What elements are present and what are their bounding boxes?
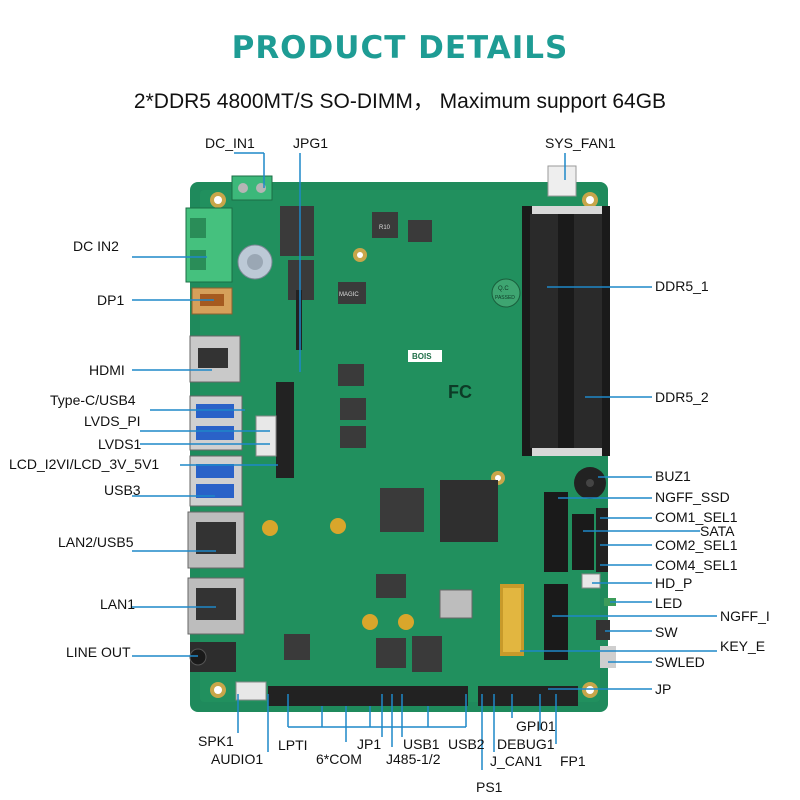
lvds-header (276, 382, 294, 478)
label-key-e: KEY_E (720, 638, 765, 654)
label-hdmi: HDMI (89, 362, 125, 378)
label-j-can1: J_CAN1 (490, 753, 542, 769)
label-usb3: USB3 (104, 482, 141, 498)
fcc-mark: FC (448, 382, 472, 402)
label-lan2-usb5: LAN2/USB5 (58, 534, 134, 550)
label-swled: SWLED (655, 654, 705, 670)
label-j485: J485-1/2 (386, 751, 441, 767)
leader-lines (132, 152, 717, 770)
label-ddr5-2: DDR5_2 (655, 389, 709, 405)
ngff-ssd-slot (544, 492, 568, 572)
label-sys-fan1: SYS_FAN1 (545, 135, 616, 151)
label-type-c-usb4: Type-C/USB4 (50, 392, 136, 408)
label-lvds-pi: LVDS_PI (84, 413, 141, 429)
label-jp1: JP1 (357, 736, 381, 752)
label-com2-sel1: COM2_SEL1 (655, 537, 738, 553)
label-ps1: PS1 (476, 779, 503, 795)
label-jp: JP (655, 681, 671, 697)
label-sw: SW (655, 624, 678, 640)
chip (338, 282, 366, 304)
label-lcd-power: LCD_I2VI/LCD_3V_5V1 (9, 456, 159, 472)
label-ngff-i: NGFF_I (720, 608, 770, 624)
callout-labels: DC_IN1 JPG1 SYS_FAN1 DC IN2 DP1 HDMI Typ… (9, 135, 770, 795)
passed-mark: PASSED (495, 295, 515, 301)
label-lpti: LPTI (278, 737, 308, 753)
label-dc-in2: DC IN2 (73, 238, 119, 254)
label-sata: SATA (700, 523, 735, 539)
sata-connector (572, 514, 594, 570)
motherboard: MAGIC R10 BOIS FC Q.C PASSED (185, 165, 616, 712)
label-hd-p: HD_P (655, 575, 692, 591)
label-com1-sel1: COM1_SEL1 (655, 509, 738, 525)
board-logo: BOIS (412, 352, 432, 361)
usb3-port (189, 455, 243, 507)
label-debug1: DEBUG1 (497, 736, 555, 752)
bottom-header-block (268, 686, 468, 706)
label-gpi01: GPI01 (516, 718, 556, 734)
label-spk1: SPK1 (198, 733, 234, 749)
label-line-out: LINE OUT (66, 644, 131, 660)
chip-marking: MAGIC (339, 292, 359, 298)
label-ddr5-1: DDR5_1 (655, 278, 709, 294)
label-lvds1: LVDS1 (98, 436, 142, 452)
page-title: PRODUCT DETAILS (231, 30, 569, 66)
label-led: LED (655, 595, 682, 611)
page-subtitle: 2*DDR5 4800MT/S SO-DIMM， Maximum support… (133, 90, 667, 113)
label-dc-in1: DC_IN1 (205, 135, 255, 151)
label-usb2: USB2 (448, 736, 485, 752)
label-usb1: USB1 (403, 736, 440, 752)
label-dp1: DP1 (97, 292, 124, 308)
chip (340, 426, 366, 448)
chip-marking: R10 (379, 225, 391, 231)
label-lan1: LAN1 (100, 596, 135, 612)
label-ngff-ssd: NGFF_SSD (655, 489, 730, 505)
ngff-i-slot (544, 584, 568, 660)
chip (338, 364, 364, 386)
label-buz1: BUZ1 (655, 468, 691, 484)
label-jpg1: JPG1 (293, 135, 328, 151)
label-fp1: FP1 (560, 753, 586, 769)
qc-mark: Q.C (498, 286, 509, 292)
chip (340, 398, 366, 420)
inductor (280, 206, 314, 256)
label-6-com: 6*COM (316, 751, 362, 767)
cpu (440, 480, 498, 542)
label-audio1: AUDIO1 (211, 751, 263, 767)
label-com4-sel1: COM4_SEL1 (655, 557, 738, 573)
